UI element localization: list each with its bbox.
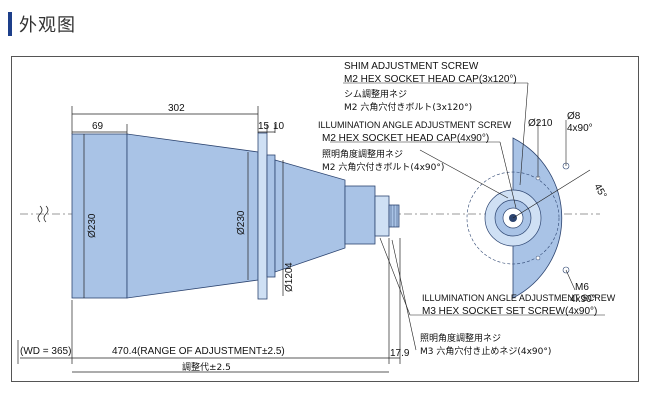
lens-body xyxy=(71,132,400,300)
dim-dia-120: Ø120 xyxy=(284,267,295,292)
break-mark xyxy=(37,205,49,223)
dim-wd: (WD = 365) xyxy=(20,346,71,357)
dim-angle-45: 45° xyxy=(591,182,608,201)
dim-m6: M6 xyxy=(575,282,589,293)
rear-cap xyxy=(374,195,390,237)
callout-shim-en-2: M2 HEX SOCKET HEAD CAP(3x120°) xyxy=(344,74,517,85)
page-title: 外观图 xyxy=(19,15,76,36)
dim-69: 69 xyxy=(92,121,104,132)
dim-dia-210: Ø210 xyxy=(528,118,553,129)
end-view xyxy=(466,137,591,299)
drawing-frame xyxy=(11,56,639,382)
callout-shim-en-1: SHIM ADJUSTMENT SCREW xyxy=(344,61,479,72)
callout-illum-jp-2: M2 六角穴付きボルト(4x90°) xyxy=(322,161,444,173)
dim-holes-bottom: 4x90° xyxy=(570,294,596,305)
dim-17-9: 17.9 xyxy=(390,348,410,359)
dim-dia-230-mid: Ø230 xyxy=(236,210,247,235)
callout-shim-jp-1: シム調整用ネジ xyxy=(344,88,407,100)
dim-holes-top: 4x90° xyxy=(567,123,593,134)
dim-10: 10 xyxy=(273,121,285,132)
dim-302: 302 xyxy=(168,103,185,114)
dimension-lines xyxy=(17,106,401,373)
callout-illum2-en-2: M3 HEX SOCKET SET SCREW(4x90°) xyxy=(422,306,597,317)
callout-illum-jp-1: 照明角度調整用ネジ xyxy=(322,148,403,160)
dim-15: 15 xyxy=(258,121,270,132)
callout-illum2-en-1: ILLUMINATION ANGLE ADJUSTMENT SCREW xyxy=(422,293,616,303)
dim-dia-230-left: Ø230 xyxy=(87,213,98,238)
rear-taper xyxy=(274,159,346,273)
callout-illum-en-2: M2 HEX SOCKET HEAD CAP(4x90°) xyxy=(322,133,489,144)
leader-lines xyxy=(330,82,605,351)
flange-step xyxy=(266,154,276,278)
callout-illum2-jp-1: 照明角度調整用ネジ xyxy=(420,332,501,344)
callout-illum-en-1: ILLUMINATION ANGLE ADJUSTMENT SCREW xyxy=(318,120,512,130)
dim-4: 4 xyxy=(284,262,295,268)
front-barrel xyxy=(71,133,128,299)
callout-shim-jp-2: M2 六角穴付きボルト(3x120°) xyxy=(344,101,472,113)
flange xyxy=(257,132,268,300)
section-header: 外观图 xyxy=(8,10,76,38)
dim-range: 470.4(RANGE OF ADJUSTMENT±2.5) xyxy=(112,346,285,357)
header-accent-bar xyxy=(8,12,12,36)
dim-range-jp: 調整代±2.5 xyxy=(182,361,231,373)
rear-collar xyxy=(344,185,376,245)
dim-dia-8: Ø8 xyxy=(567,111,581,122)
callout-illum2-jp-2: M3 六角穴付き止めネジ(4x90°) xyxy=(420,345,551,357)
